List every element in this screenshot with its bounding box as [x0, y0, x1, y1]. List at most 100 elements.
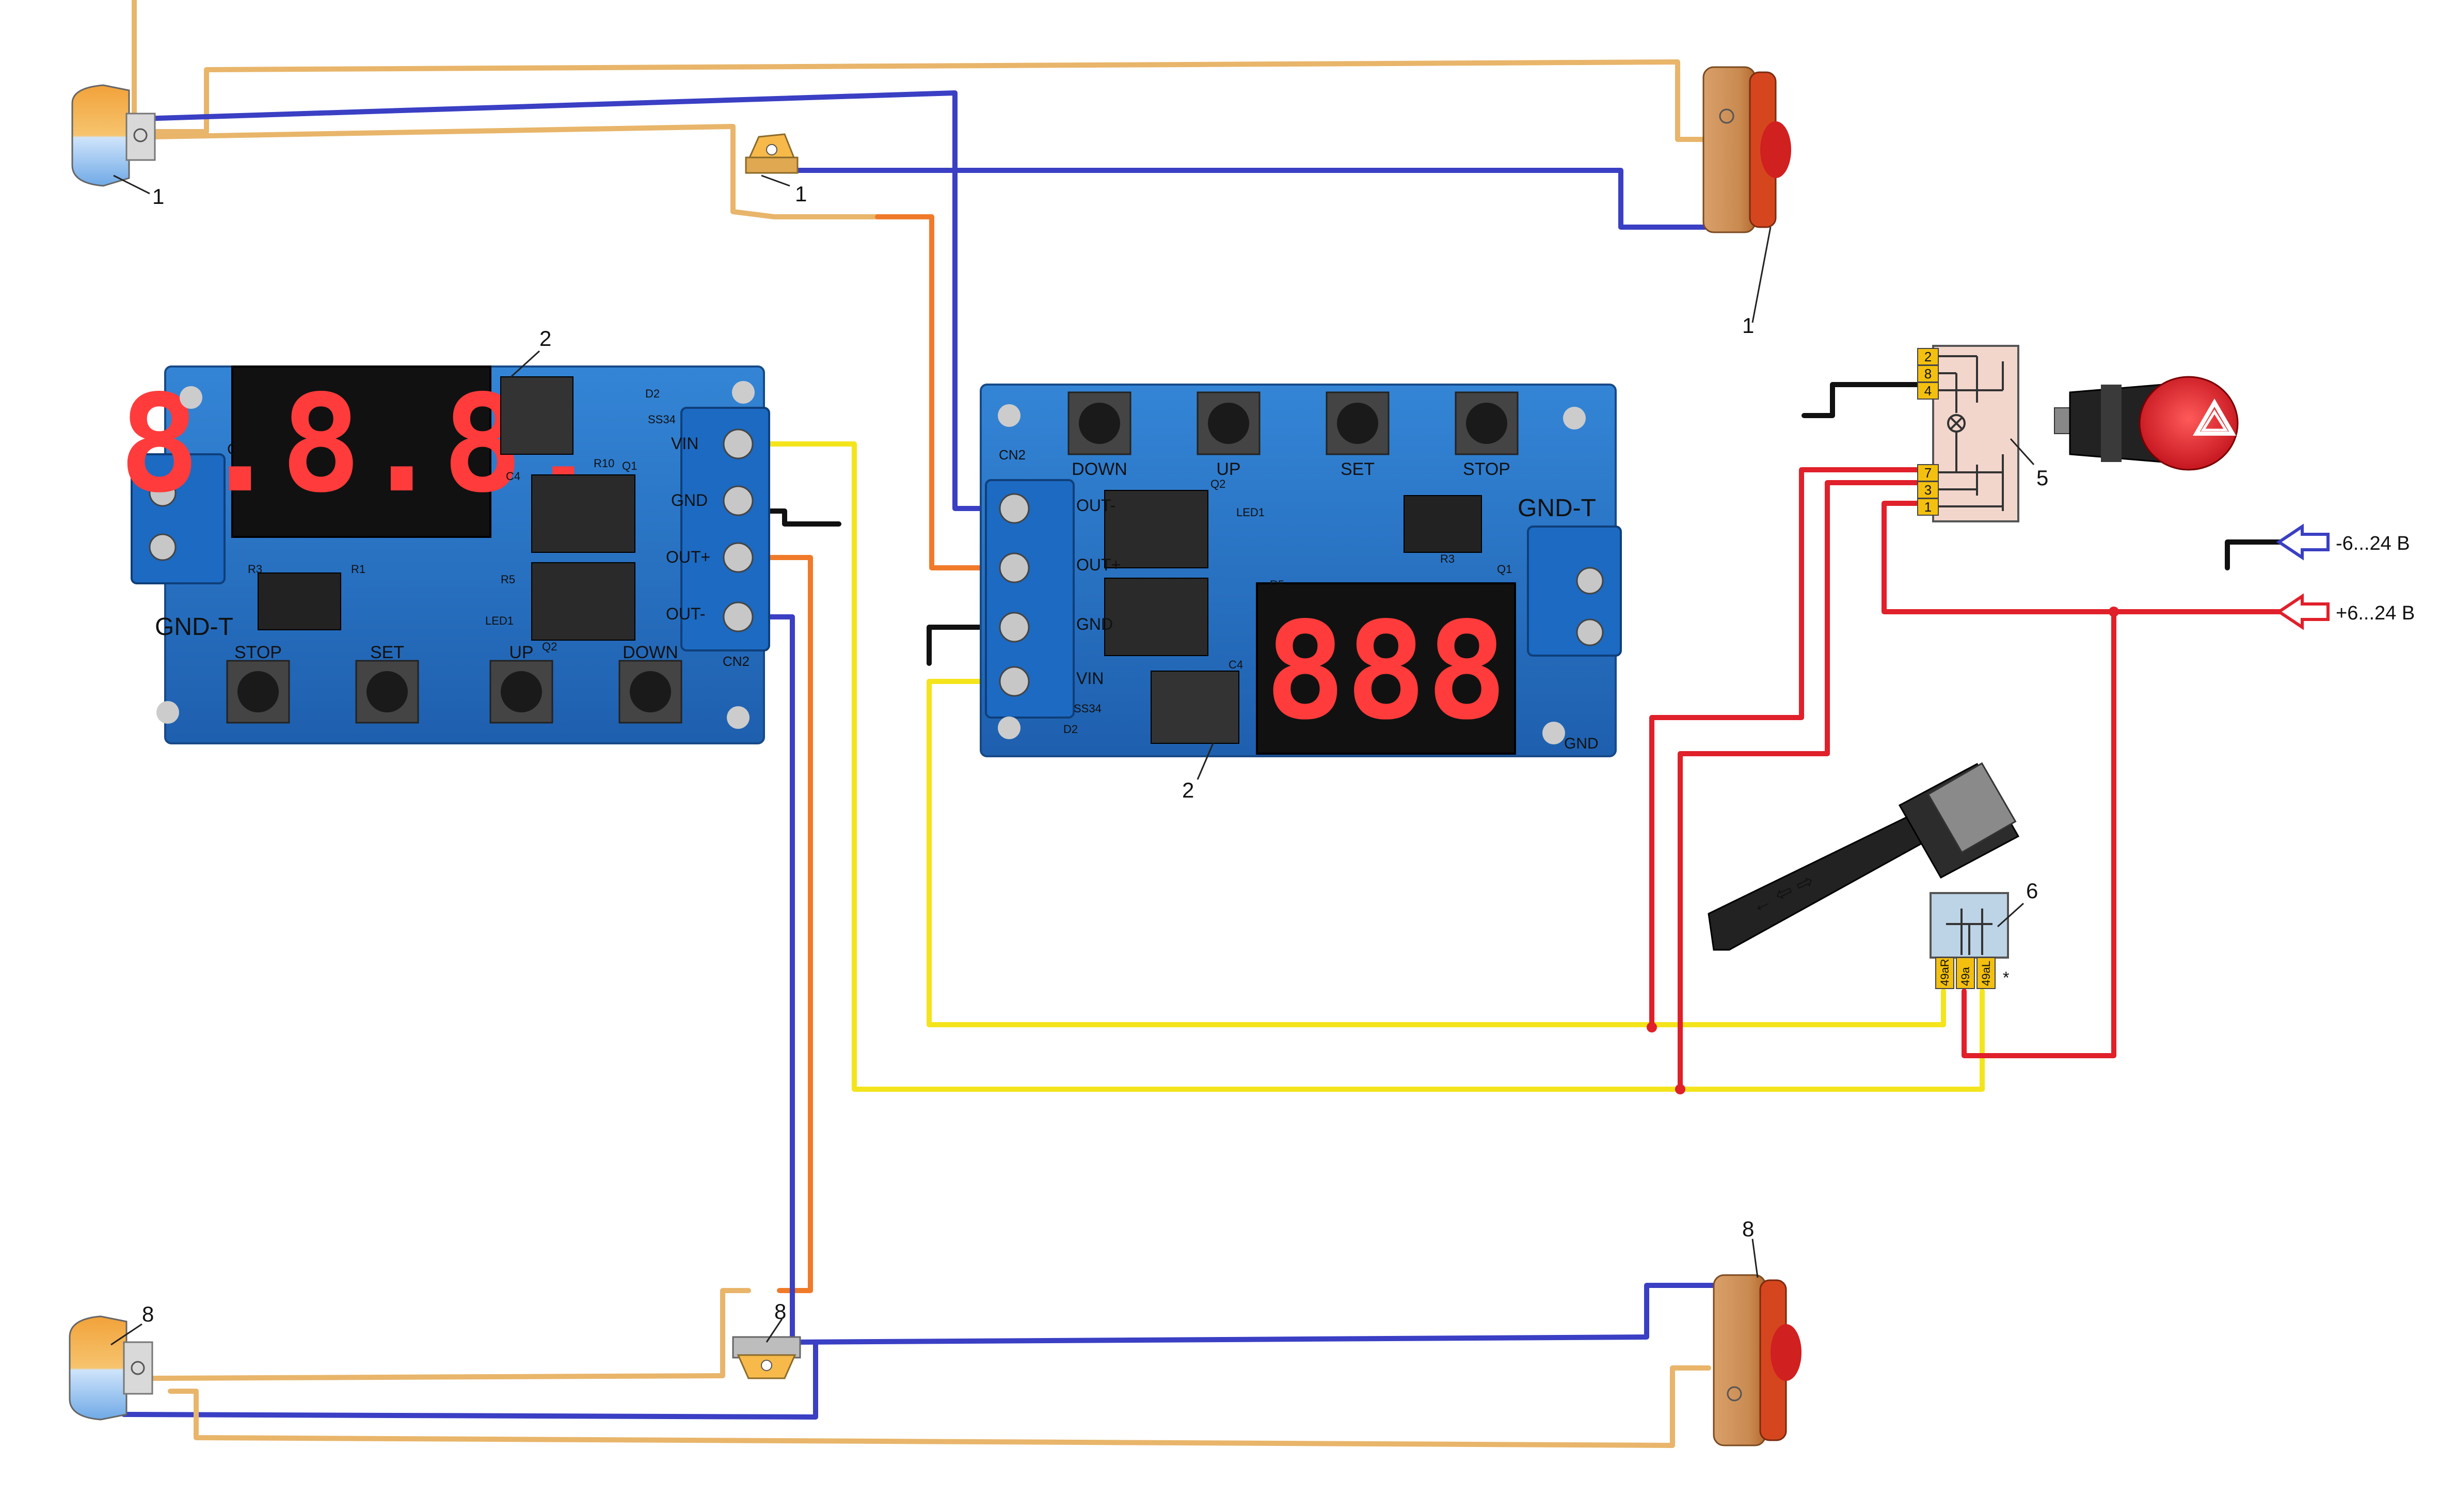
hazard-button: [2054, 376, 2239, 471]
relay-pin-4: 4: [1924, 383, 1932, 399]
callout-board-right: 2: [1182, 778, 1194, 802]
board-left-chip-r5: R5: [501, 573, 515, 586]
relay-pin-7: 7: [1924, 465, 1932, 481]
board-right-chip-led1: LED1: [1236, 506, 1265, 519]
wire-tan-front-top: [152, 59, 1706, 142]
callout-lamp-rear-right: 8: [1742, 1217, 1754, 1241]
board-left-term-outp: OUT+: [666, 548, 710, 566]
wire-tan-front-mid: [152, 124, 880, 219]
lamp-rear-right: [1713, 1238, 1802, 1446]
board-right-chip-c4: C4: [1229, 658, 1243, 671]
power-negative: -6...24 В: [2276, 523, 2410, 561]
hazard-relay: 2 8 4 7 3 1: [1917, 345, 2035, 522]
board-left-chip-q1: Q1: [622, 459, 637, 472]
board-right-cn2: CN2: [999, 447, 1026, 463]
relay-pin-8: 8: [1924, 366, 1932, 381]
board-left-term-gnd: GND: [671, 491, 708, 510]
board-left-btn-up: UP: [509, 643, 533, 662]
board-left-term-outm: OUT-: [666, 604, 705, 623]
callout-board-left: 2: [539, 326, 551, 351]
relay-pin-3: 3: [1924, 482, 1932, 498]
board-left: 8.8.8. GND-T STOP SET UP DOWN VIN GND: [119, 365, 770, 744]
wire-tan-rear-b: [168, 1365, 1711, 1448]
callout-lamp-front-left: 1: [152, 184, 164, 209]
stalk-switch: ← ⇦ ⇨ 49aR 49a 49aL *: [1708, 762, 2024, 989]
stalk-pin-49aL: 49aL: [1980, 961, 1992, 986]
board-left-chip-r3: R3: [248, 563, 262, 576]
wire-ground-left-board: [754, 508, 841, 527]
board-left-cn2: CN2: [723, 654, 750, 669]
board-right-term-vin: VIN: [1076, 669, 1104, 688]
board-right-chip-r1: R1: [1487, 588, 1501, 601]
board-right-term-outp: OUT+: [1076, 555, 1121, 574]
board-right: 888 GND-T DOWN UP SET STOP OUT- OUT+ GND…: [980, 384, 1622, 780]
relay-pin-2: 2: [1924, 349, 1932, 364]
board-left-chip-c4: C4: [506, 470, 520, 483]
callout-stalk-switch: 6: [2026, 879, 2038, 903]
stalk-pin-49aR: 49aR: [1938, 959, 1951, 986]
board-left-gnd-label: GND-T: [155, 613, 233, 641]
board-left-chip-r1: R1: [351, 563, 365, 576]
callouts: 1 1 1 2 2 5 6 8 8 8: [142, 182, 2048, 1326]
wire-blue-rear-b: [121, 1340, 818, 1420]
board-right-chip-d2: D2: [1063, 723, 1078, 736]
power-negative-label: -6...24 В: [2336, 533, 2410, 554]
board-right-btn-set: SET: [1341, 459, 1375, 479]
wire-red-2: [1678, 480, 1920, 1092]
wires: [121, 0, 2284, 1448]
wire-tan-rear-a: [147, 1288, 751, 1381]
board-left-term-vin: VIN: [671, 434, 698, 453]
board-left-chip-r10: R10: [594, 457, 614, 470]
lamp-rear-side: [732, 1318, 801, 1379]
board-right-term-outm: OUT-: [1076, 496, 1115, 515]
lamp-front-left: [71, 84, 156, 195]
lamp-rear-left: [69, 1315, 153, 1421]
junction-red-3: [2109, 607, 2119, 617]
wire-orange-front: [875, 214, 1001, 570]
junction-red-1: [1647, 1022, 1657, 1032]
board-right-btn-up: UP: [1216, 459, 1240, 479]
board-left-chip-ss34: SS34: [648, 413, 676, 426]
power-positive: +6...24 В: [2276, 593, 2415, 630]
board-left-chip-q2: Q2: [542, 640, 557, 653]
wire-yellow-right: [927, 679, 1946, 1027]
stalk-note: *: [2003, 968, 2009, 987]
wire-blue-front-b: [782, 168, 1747, 230]
callout-hazard-switch: 5: [2036, 466, 2048, 490]
board-left-chip-d2: D2: [645, 387, 660, 400]
display-right-digits: 888: [1265, 594, 1507, 750]
board-right-gnd-label: GND-T: [1518, 495, 1596, 522]
board-right-chip-r5: R5: [1270, 578, 1284, 591]
callout-lamp-rear-side: 8: [774, 1299, 786, 1324]
board-right-btn-down: DOWN: [1072, 459, 1127, 479]
board-left-btn-down: DOWN: [623, 643, 678, 662]
display-right: [1256, 582, 1516, 755]
lamp-front-right: [1702, 66, 1791, 323]
board-left-btn-stop: STOP: [234, 643, 282, 662]
wire-red-1: [1649, 467, 1920, 1030]
board-left-btn-set: SET: [370, 643, 404, 662]
wire-ground-right-board: [927, 625, 1001, 666]
wire-blue-rear-a: [754, 614, 1727, 1345]
stalk-pin-49a: 49a: [1959, 967, 1972, 986]
display-left: [231, 365, 491, 538]
board-right-chip-q1: Q1: [1497, 563, 1512, 576]
board-right-chip-gnd: GND: [1564, 735, 1599, 752]
relay-pin-1: 1: [1924, 499, 1932, 515]
junction-red-2: [1675, 1084, 1685, 1094]
callout-lamp-front-right: 1: [1742, 313, 1754, 338]
board-left-chip-gnd: GND: [227, 441, 262, 458]
callout-lamp-front-side: 1: [795, 182, 807, 206]
board-right-chip-r3: R3: [1440, 552, 1455, 565]
lamp-front-side: [745, 133, 799, 187]
power-positive-label: +6...24 В: [2336, 602, 2415, 624]
wire-ground-power: [2225, 539, 2284, 570]
board-left-chip-led1: LED1: [485, 614, 514, 627]
wire-blue-front-a: [139, 90, 1001, 511]
wire-ground-relay: [1802, 382, 1920, 418]
callout-lamp-rear-left: 8: [142, 1302, 154, 1326]
wire-red-3: [1882, 501, 2284, 614]
board-right-chip-ss34: SS34: [1074, 702, 1102, 715]
wire-red-4: [1962, 609, 2116, 1058]
